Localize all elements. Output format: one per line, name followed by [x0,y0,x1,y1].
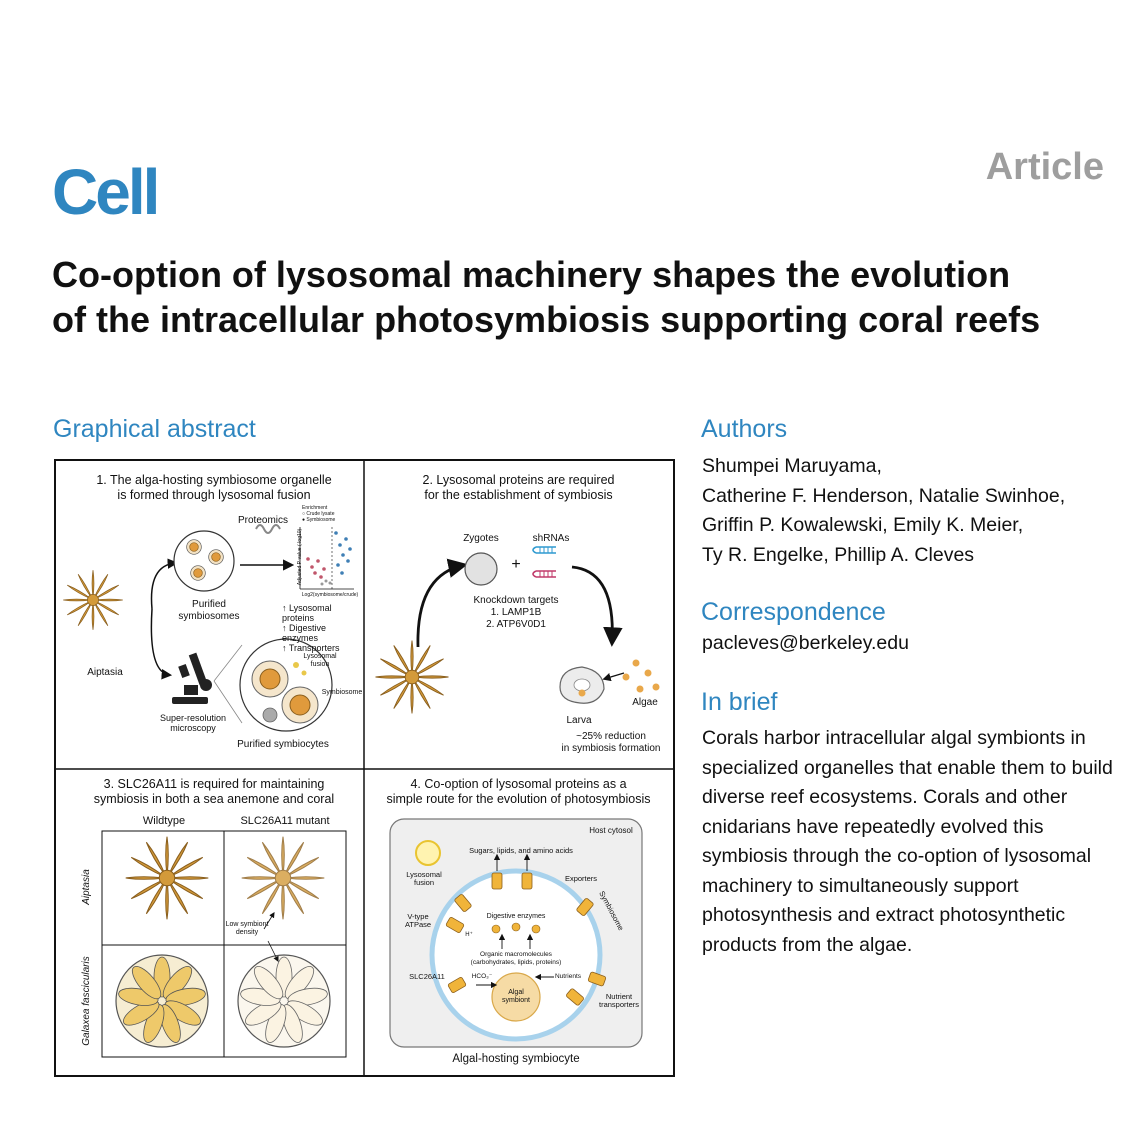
slc26a11-label: SLC26A11 [409,972,445,981]
algal-symbiont-icon [491,972,541,1022]
article-type-label: Article [985,146,1104,188]
microscopy-label: Super-resolution microscopy [159,713,227,733]
mutant-label: SLC26A11 mutant [240,815,330,827]
author-line: Ty R. Engelke, Phillip A. Cleves [702,543,975,566]
panel2-caption: 2. Lysosomal proteins are required for t… [422,473,615,502]
algae-label: Algae [632,697,658,708]
aiptasia-label: Aiptasia [87,667,123,678]
algae-icon [622,659,660,693]
plus-sign: + [511,556,521,573]
graphical-abstract: 1. The alga-hosting symbiosome organelle… [54,459,675,1077]
vtype-atpase-label: V-type ATPase [404,912,432,929]
organic-macromolecules-label: Organic macromolecules (carbohydrates, l… [470,951,562,966]
zygotes-label: Zygotes [463,533,499,544]
symbiosome-dish-icon [173,530,235,592]
sugars-label: Sugars, lipids, and amino acids [469,846,573,855]
volcano-xlabel: Log2(symbiosome/crude) [301,592,359,598]
larva-label: Larva [566,715,592,726]
row-label-galaxea: Galaxea fascicularis [81,956,92,1046]
hco3-label: HCO₃⁻ [471,973,493,980]
graphical-abstract-heading: Graphical abstract [53,415,256,443]
correspondence-heading: Correspondence [701,598,886,626]
symbiosome-membrane-icon [429,868,603,1042]
algal-symbiont-label: Algal symbiont [501,989,530,1004]
journal-logo: Cell [52,156,160,228]
panel1-caption: 1. The alga-hosting symbiosome organelle… [96,473,332,502]
shrna-icon [532,546,556,578]
symbiocyte-footer-label: Algal-hosting symbiocyte [452,1053,580,1065]
digestive-enzyme-icons [491,922,541,934]
reduction-label: ~25% reduction in symbiosis formation [561,731,661,754]
panel3-caption: 3. SLC26A11 is required for maintaining … [93,777,335,806]
author-line: Shumpei Maruyama, [702,455,882,477]
aiptasia-anemone-icon [62,569,124,631]
digestive-enzymes-label: Digestive enzymes [486,913,546,920]
in-brief-heading: In brief [701,688,778,716]
hplus-label: H⁺ [465,932,473,938]
mutant-aiptasia-icon [241,836,325,920]
author-line: Catherine F. Henderson, Natalie Swinhoe, [702,484,1066,507]
proteomics-label: Proteomics [237,515,288,526]
in-brief-text: Corals harbor intracellular algal symbio… [702,727,1113,956]
authors-list: Shumpei Maruyama, Catherine F. Henderson… [702,452,1122,570]
knockdown-targets: Knockdown targets 1. LAMP1B 2. ATP6V0D1 [473,595,559,630]
mutant-coral-icon [237,954,331,1048]
host-cytosol-label: Host cytosol [589,826,633,835]
volcano-ylabel: Adjusted P-value (-log10) [297,528,303,586]
low-density-label: Low symbiont density [225,921,269,936]
nutrient-transporters-label: Nutrient transporters [598,992,640,1009]
symbiosome-label: Symbiosome [321,689,363,696]
correspondence-email[interactable]: pacleves@berkeley.edu [702,632,909,654]
proteomics-findings: ↑ Lysosomal proteins ↑ Digestive enzymes… [282,603,340,653]
microscope-icon [172,652,212,704]
volcano-plot-icon [299,527,354,590]
wildtype-aiptasia-icon [125,836,209,920]
anemone-larva-source-icon [375,640,449,714]
nutrients-label: Nutrients [554,973,581,980]
graphical-abstract-artwork [56,461,673,1075]
sun-icon [415,840,441,866]
transporter-icons [445,872,607,1006]
volcano-legend: Enrichment ○ Crude lysate ● Symbiosome [302,505,336,523]
zygote-icon [464,552,498,586]
purified-symbiosomes-label: Purified symbiosomes [178,599,240,622]
authors-heading: Authors [701,415,788,443]
wildtype-label: Wildtype [142,815,186,827]
wildtype-coral-icon [115,954,209,1048]
row-label-aiptasia: Aiptasia [81,869,92,905]
p4-lysosomal-fusion-label: Lysosomal fusion [406,870,442,887]
panel4-caption: 4. Co-option of lysosomal proteins as a … [386,777,651,806]
author-line: Griffin P. Kowalewski, Emily K. Meier, [702,514,1024,536]
exporters-label: Exporters [564,874,598,883]
purified-symbiocytes-label: Purified symbiocytes [237,739,329,750]
shrnas-label: shRNAs [532,533,570,544]
article-title: Co-option of lysosomal machinery shapes … [52,254,1041,340]
lysosomal-fusion-label: Lysosomal fusion [303,653,337,668]
